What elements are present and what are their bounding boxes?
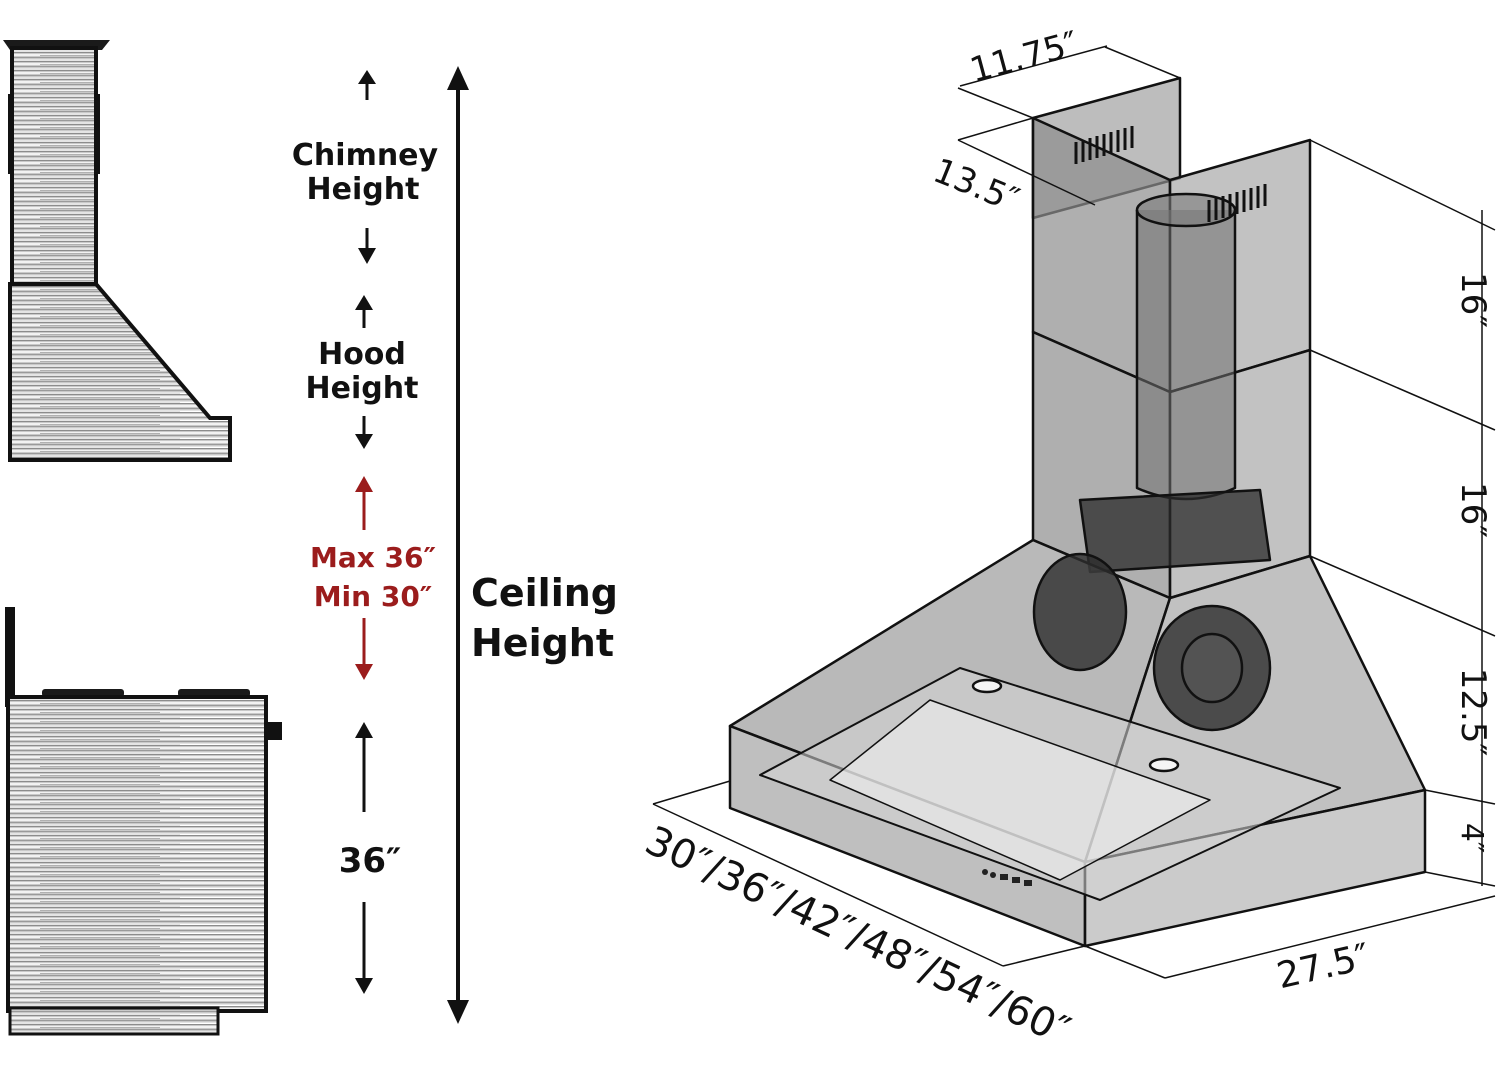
isometric-hood: [728, 76, 1427, 948]
hood-height-label-2: Height: [306, 371, 419, 406]
lower-chimney-height-label: 16″: [1453, 482, 1493, 538]
hood-height-dim-label: 12.5″: [1453, 668, 1493, 756]
hood-height-arrows: [355, 295, 373, 449]
clearance-arrows: [355, 476, 373, 680]
chimney-height-label-1: Chimney: [292, 138, 439, 173]
side-view-hood: [3, 40, 232, 462]
hood-lip-label: 4″: [1454, 823, 1489, 853]
chimney-height-arrows: [358, 70, 376, 264]
upper-chimney-height-label: 16″: [1453, 272, 1493, 328]
hood-height-label-1: Hood: [318, 337, 406, 372]
ceiling-height-label-2: Height: [471, 621, 614, 665]
dimension-lines: [652, 45, 1496, 979]
chimney-height-label-2: Height: [307, 172, 420, 207]
counter-height-arrows: [355, 722, 373, 994]
ceiling-height-arrow: [447, 66, 469, 1024]
counter-height-label: 36″: [339, 841, 402, 881]
depth-label: 27.5″: [1273, 936, 1373, 997]
side-view-range: [5, 607, 282, 1036]
chimney-width-label: 11.75″: [966, 24, 1083, 91]
clearance-max-label: Max 36″: [310, 541, 436, 574]
clearance-min-label: Min 30″: [314, 580, 433, 613]
chimney-depth-label: 13.5″: [928, 151, 1025, 221]
ceiling-height-label-1: Ceiling: [471, 571, 618, 615]
